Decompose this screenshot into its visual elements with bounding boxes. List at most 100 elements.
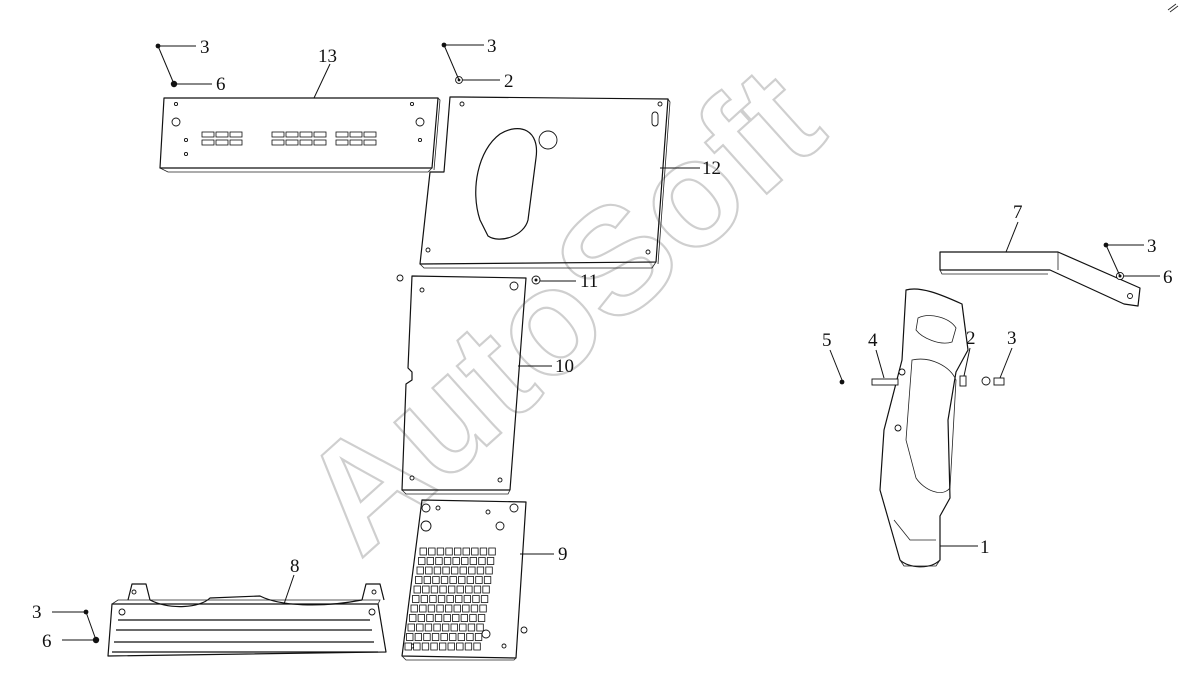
grille-slot [410,604,418,613]
vent-slot [313,139,327,146]
grille-slot [449,633,457,641]
leader-lines [52,44,1160,641]
grille-slot [424,623,433,632]
grille-slot [444,604,453,613]
grille-slot [425,566,433,575]
callout-2: 2 [504,71,514,92]
grille-slot [452,557,460,565]
grille-slot [483,576,492,584]
grille-slot [471,547,479,556]
grille-slot [453,604,461,613]
grille-slot [426,557,435,565]
grille-slot [426,614,434,622]
grille-slot [466,633,474,641]
grille-slot [435,557,443,565]
vent-slot [313,131,327,138]
grille-slot [478,557,486,565]
part-8-base [107,583,387,657]
grille-slot [477,614,486,622]
vent-slot [215,139,229,146]
grille-slot [413,585,421,594]
grille-slot [482,585,490,594]
grille-slot [480,595,489,603]
callout-5: 5 [822,330,832,351]
grille-slot [479,604,487,613]
grille-slot [419,604,427,613]
callout-6: 6 [42,631,52,652]
grille-slot [479,547,488,556]
part-12-panel [419,96,671,269]
callout-9: 9 [558,544,568,565]
grille-slot [438,642,447,651]
vent-slot [271,139,285,146]
grille-slot [457,633,466,641]
grille-slot [475,576,483,584]
callout-3: 3 [487,36,497,57]
callout-6: 6 [1163,267,1173,288]
hardware-fasteners [83,42,1125,644]
callout-11: 11 [580,271,598,292]
callout-12: 12 [702,158,721,179]
vent-slot [271,131,285,138]
callout-labels: 3 6 13 3 2 12 11 10 9 8 3 6 7 3 6 5 4 2 … [32,36,1173,652]
grille-slot [456,585,464,594]
vent-slot [215,131,229,138]
part-7-bracket [939,251,1141,307]
grille-slot [485,566,493,575]
grille-slot [440,633,448,641]
grille-slot [453,547,462,556]
grille-slot [470,604,479,613]
grille-slot [488,547,496,556]
grille-slot [463,595,472,603]
grille-slot [406,633,414,641]
grille-slot [420,595,429,603]
grille-slot [432,576,440,584]
grille-slot [458,576,466,584]
grille-slot [439,585,447,594]
grille-slot [404,642,412,651]
grille-slot [462,547,470,556]
grille-slot [430,585,439,594]
grille-slot [423,633,431,641]
callout-8: 8 [290,556,300,577]
callout-3: 3 [32,602,42,623]
grille-slot [460,614,469,622]
vent-slot [299,139,313,146]
grille-slot [440,576,449,584]
grille-slot [441,623,450,632]
grille-slot [436,547,445,556]
grille-slot [433,623,441,632]
watermark: AutoSoft [268,34,853,585]
grille-slot [442,566,450,575]
corner-mark [1167,3,1179,13]
callout-4: 4 [868,330,878,351]
grille-slot [469,557,478,565]
part-13-panel [159,97,441,173]
grille-slot [486,557,495,565]
grille-slot [465,585,473,594]
grille-slot [430,642,438,651]
grille-slot [421,642,430,651]
grille-slot [407,623,415,632]
grille-slot [467,623,476,632]
grille-slot [456,642,464,651]
vent-slot [335,131,349,138]
grille-slot [412,595,420,603]
grille-slot [473,642,481,651]
grille-slot [449,576,457,584]
grille-slot [413,642,421,651]
grille-slot [473,585,482,594]
watermark-text: AutoSoft [269,35,852,583]
grille-slot [474,633,483,641]
grille-slot [455,595,463,603]
grille-slot [476,566,485,575]
grille-slot [422,585,430,594]
grille-slot [436,604,444,613]
part-10-panel [401,275,527,495]
vent-slot [229,131,243,138]
part-9-grille-panel [401,499,527,661]
vent-slot [335,139,349,146]
grille-slot [468,566,476,575]
callout-3: 3 [1007,328,1017,349]
